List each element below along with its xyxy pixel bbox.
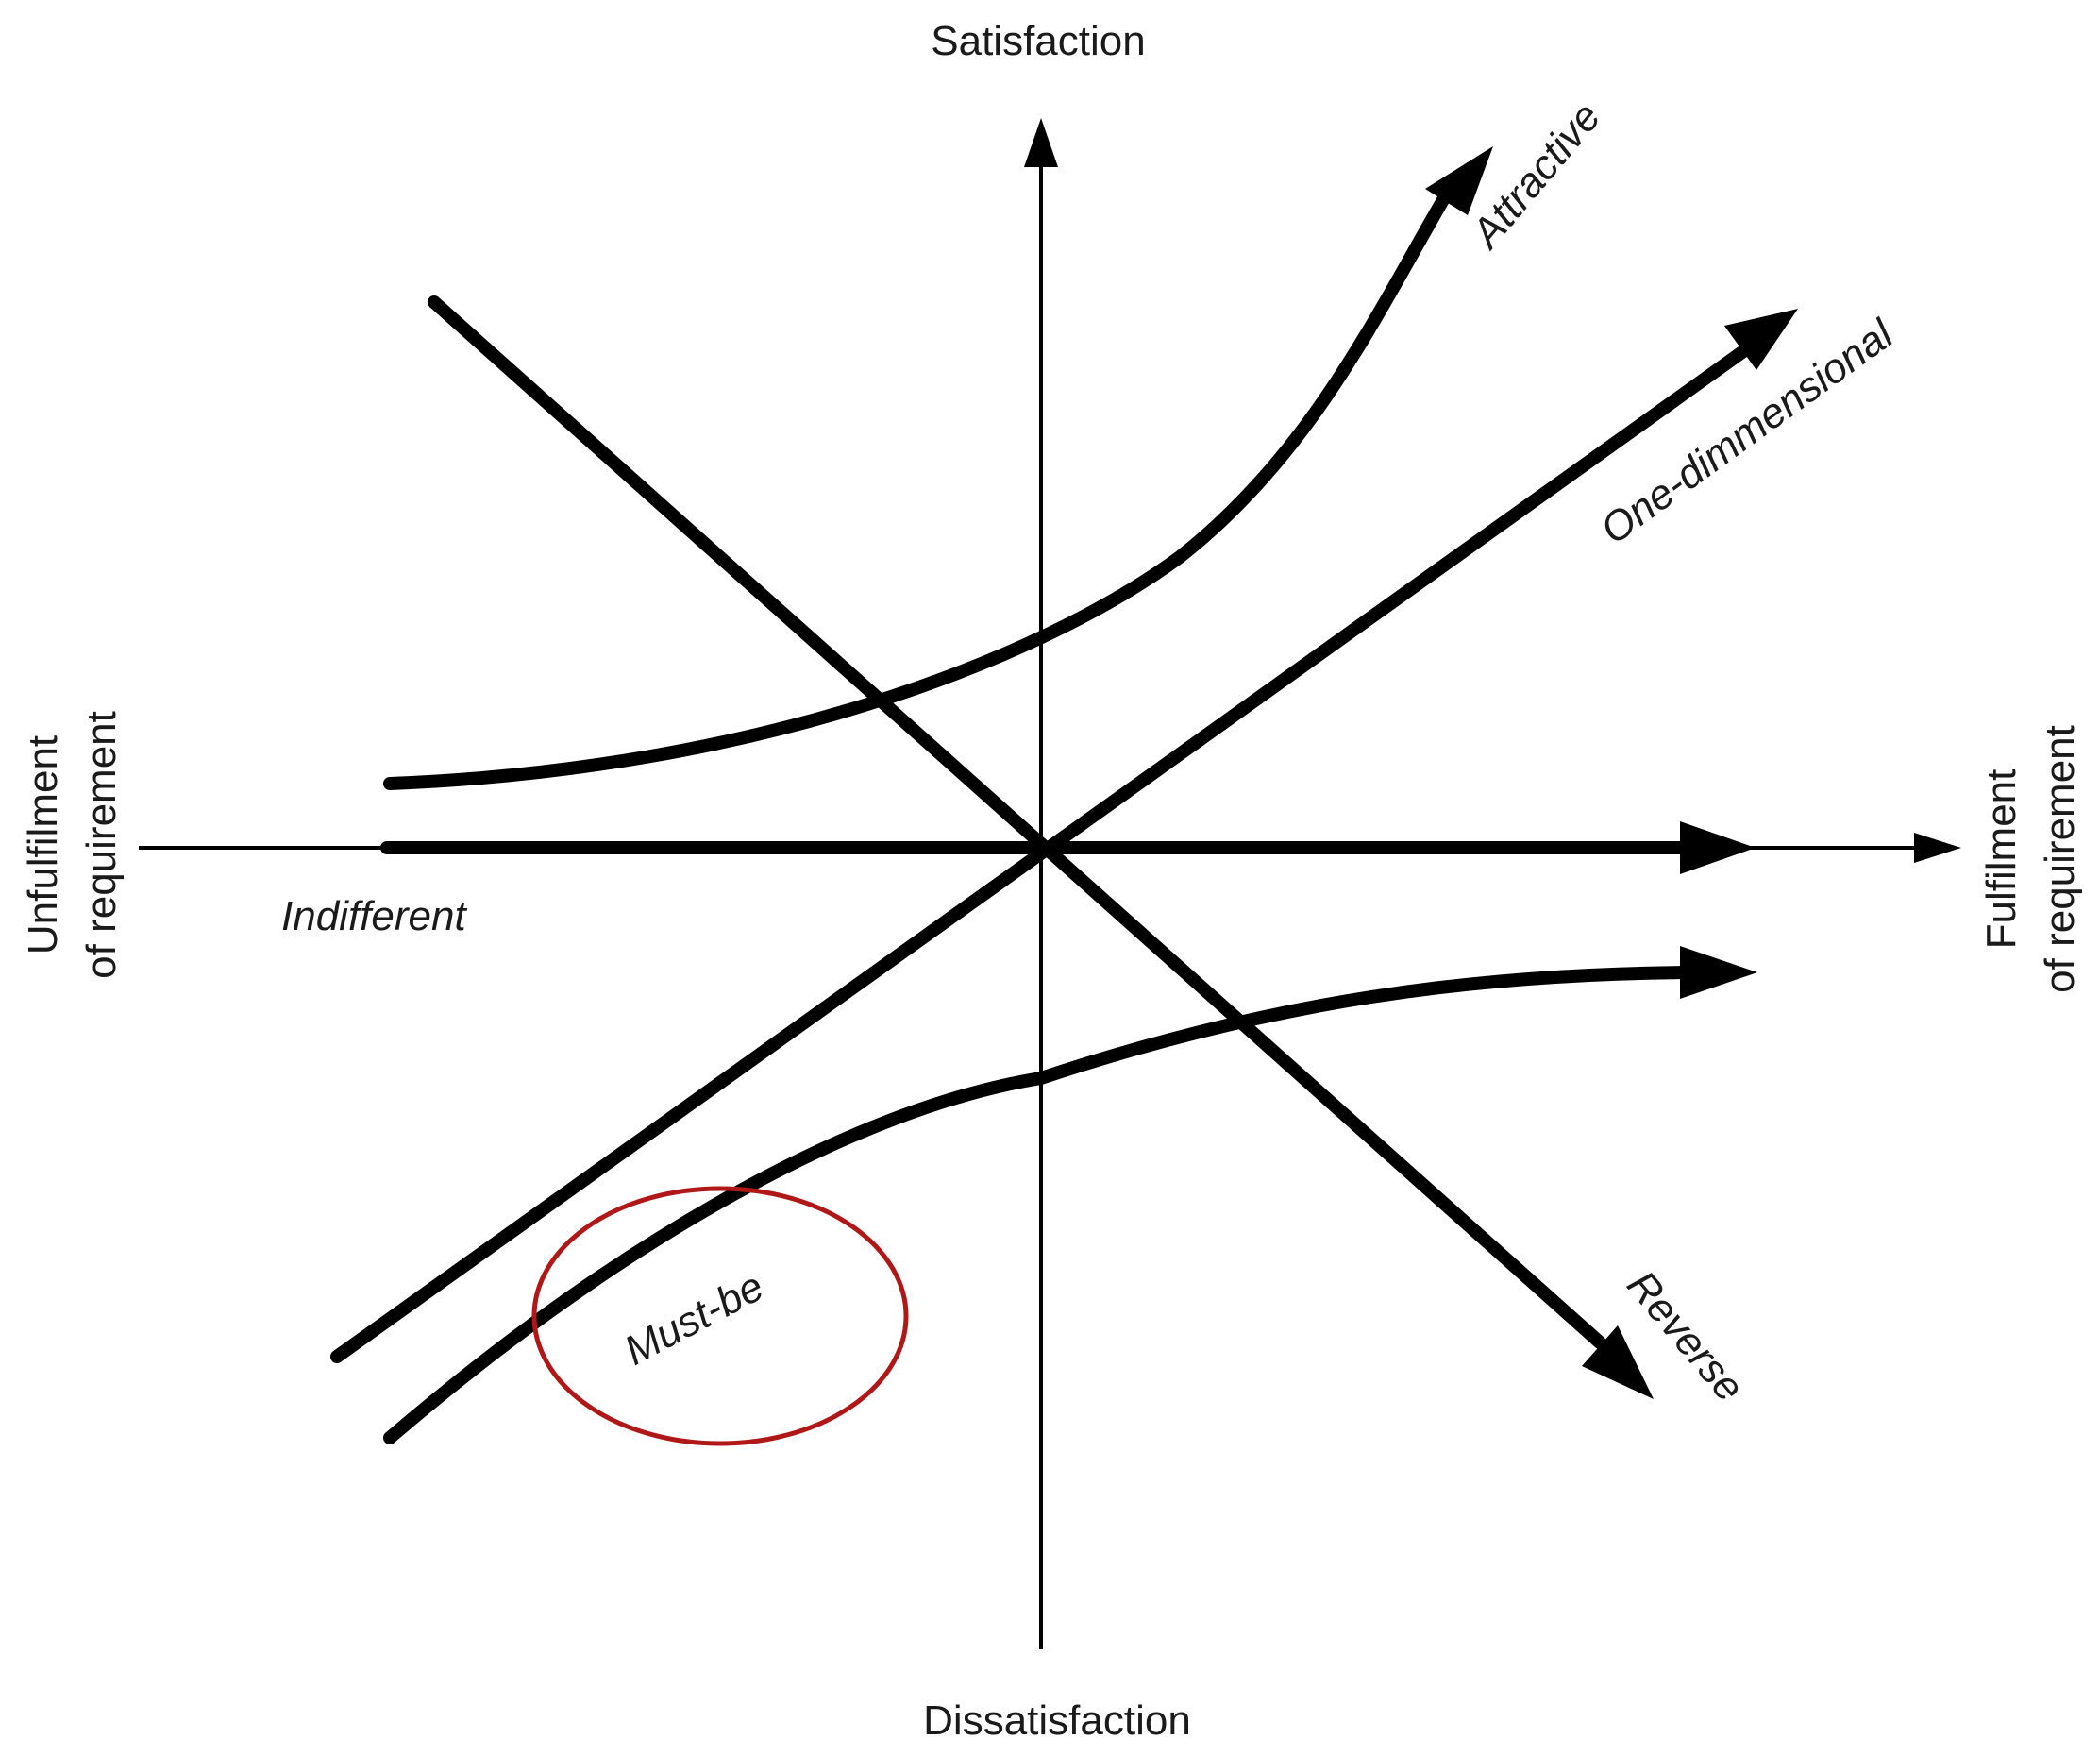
must-be-arrowhead [1680,946,1757,999]
horizontal-axis-arrowhead [1914,833,1961,863]
indifferent-label: Indifferent [281,893,467,939]
satisfaction-label: Satisfaction [931,18,1145,64]
unfulfilment-label-line2: of requirement [78,711,125,979]
reverse-curve [428,295,1606,1349]
unfulfilment-label: Unfulfilment of requirement [20,711,125,979]
unfulfilment-label-line1: Unfulfilment [20,735,66,954]
reverse-arrowhead [1582,1325,1654,1399]
attractive-label: Attractive [1461,93,1609,258]
attractive-arrowhead [1425,146,1493,215]
dissatisfaction-label: Dissatisfaction [923,1697,1191,1744]
indifferent-arrowhead [1680,821,1756,874]
must-be-highlight-circle [531,1186,909,1446]
must-be-curve [383,966,1696,1444]
must-be-label: Must-be [617,1263,771,1375]
vertical-axis-arrowhead [1024,118,1058,167]
one-dimensional-arrowhead [1724,309,1798,370]
attractive-curve [383,192,1451,790]
fulfilment-label-line2: of requirement [2037,725,2083,993]
fulfilment-label-line1: Fulfilment [1978,769,2024,950]
fulfilment-label: Fulfilment of requirement [1978,725,2083,993]
